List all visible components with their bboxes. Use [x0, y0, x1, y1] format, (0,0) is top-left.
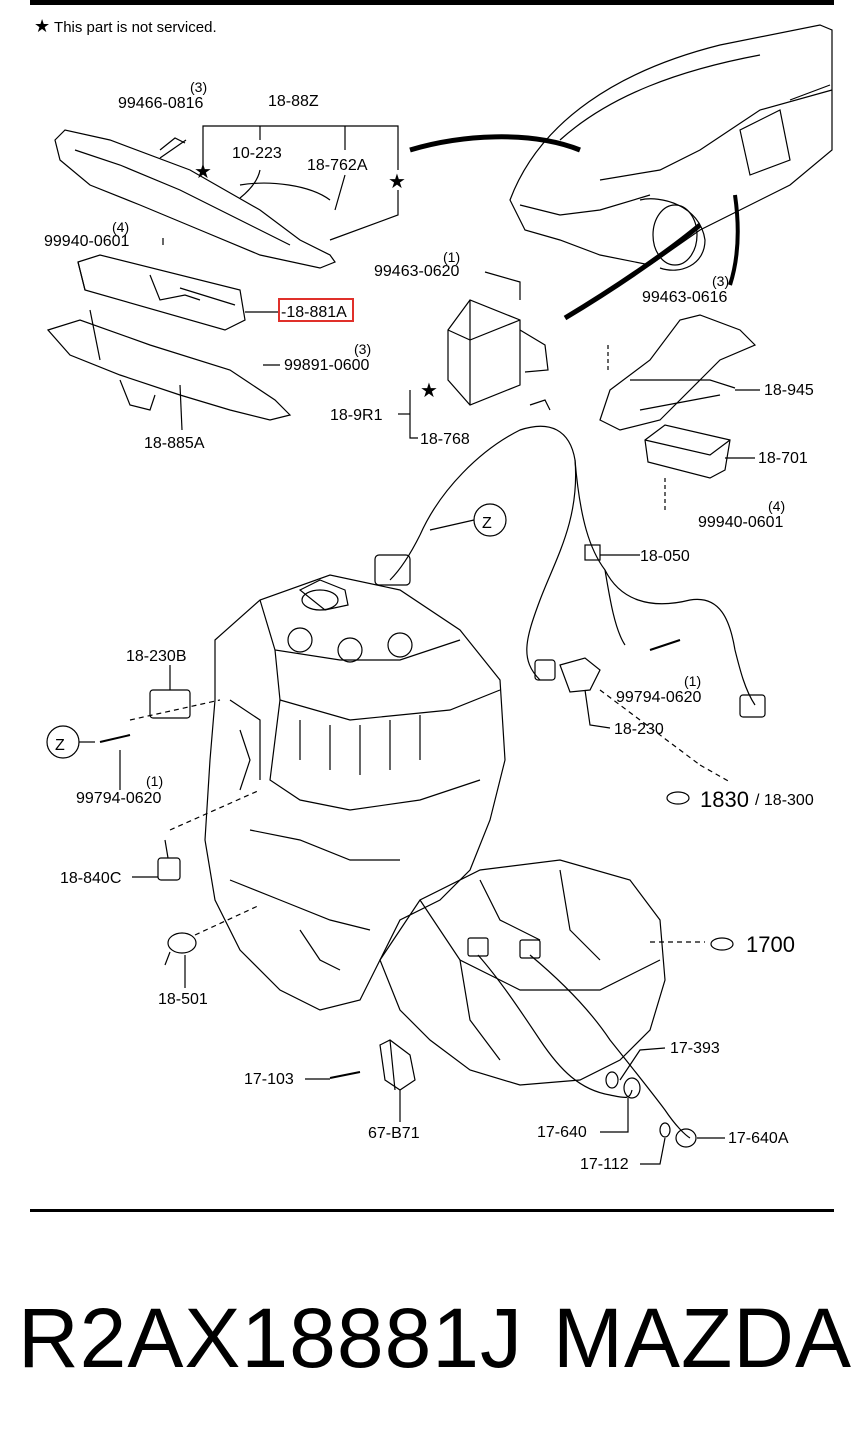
not-serviced-note: ★ This part is not serviced.: [34, 16, 217, 37]
label-99466-0816: 99466-0816: [118, 95, 204, 112]
star-icon-3: ★: [420, 380, 438, 402]
wiring-harness: [374, 425, 766, 718]
engine-block: [204, 574, 506, 1011]
qty-99891-0600: (3): [354, 341, 371, 357]
ref-1700: 1700: [710, 932, 795, 957]
label-10-223: 10-223: [232, 145, 282, 162]
qty-99463-0616: (3): [712, 273, 729, 289]
label-67-B71: 67-B71: [368, 1125, 420, 1142]
connector-17-640A: [675, 1128, 697, 1148]
label-17-112: 17-112: [580, 1156, 629, 1173]
star-icon-1: ★: [194, 161, 212, 183]
label-18-768: 18-768: [420, 431, 470, 448]
z-marker-label-2: Z: [55, 737, 65, 754]
cover-assembly: [54, 129, 336, 269]
engine-control-module: [77, 254, 246, 331]
sensor-18-840C: [157, 839, 181, 881]
label-18-885A: 18-885A: [144, 435, 205, 452]
connector-17-640: [623, 1077, 641, 1099]
label-18-762A: 18-762A: [307, 157, 368, 174]
label-18-88Z: 18-88Z: [268, 93, 319, 110]
label-17-640: 17-640: [537, 1124, 587, 1141]
qty-99463-0620: (1): [443, 249, 460, 265]
qty-99794-0620-left: (1): [146, 773, 163, 789]
ref-1700-number: 1700: [746, 932, 795, 957]
label-18-840C: 18-840C: [60, 870, 121, 887]
label-18-881A: -18-881A: [281, 304, 347, 321]
label-17-640A: 17-640A: [728, 1130, 789, 1147]
pointer-arrow-module: [563, 223, 702, 321]
qty-99940-0601-left: (4): [112, 219, 129, 235]
bottom-rule: [30, 1209, 834, 1212]
abs-module: [447, 271, 549, 406]
brand-name: MAZDA: [553, 1291, 852, 1385]
not-serviced-text: This part is not serviced.: [54, 19, 217, 36]
label-99463-0616: 99463-0616: [642, 289, 728, 306]
z-marker-label-1: Z: [482, 515, 492, 532]
part-number: R2AX18881J: [18, 1291, 524, 1385]
highlight-box: [278, 298, 354, 322]
ref-1830-sub: / 18-300: [755, 792, 814, 809]
label-18-050: 18-050: [640, 548, 690, 565]
star-icon-2: ★: [388, 171, 406, 193]
label-99891-0600: 99891-0600: [284, 357, 370, 374]
label-99794-0620-right: 99794-0620: [616, 689, 702, 706]
label-18-230B: 18-230B: [126, 648, 187, 665]
label-18-701: 18-701: [758, 450, 808, 467]
sensor-18-501: [164, 932, 197, 966]
pointer-arrow-ecm: [409, 134, 581, 153]
ref-1830: 1830 / 18-300: [666, 787, 814, 812]
parts-diagram: ★ ★ ★ (3) 99466-0816 18-88Z 10-223 18-76…: [44, 24, 833, 1173]
label-99940-0601-left: 99940-0601: [44, 233, 130, 250]
label-18-9R1: 18-9R1: [330, 407, 383, 424]
label-18-945: 18-945: [764, 382, 814, 399]
label-18-230: 18-230: [614, 721, 664, 738]
ecm-bracket: [46, 309, 292, 431]
qty-99794-0620-right: (1): [684, 673, 701, 689]
top-rule: [30, 0, 834, 5]
bracket-67-B71: [379, 1039, 416, 1091]
star-icon: ★: [34, 16, 51, 36]
qty-99940-0601-right: (4): [768, 498, 785, 514]
cam-sensor: [129, 665, 221, 721]
label-99940-0601-right: 99940-0601: [698, 514, 784, 531]
ref-1830-number: 1830: [700, 787, 749, 812]
vehicle-outline: [509, 24, 833, 271]
label-18-501: 18-501: [158, 991, 208, 1008]
label-99463-0620: 99463-0620: [374, 263, 460, 280]
label-17-103: 17-103: [244, 1071, 294, 1088]
label-99794-0620-left: 99794-0620: [76, 790, 162, 807]
qty-99466-0816: (3): [190, 79, 207, 95]
control-unit: [644, 424, 731, 479]
transmission: [379, 859, 666, 1086]
crank-sensor: [559, 657, 611, 729]
module-bracket: [599, 314, 757, 431]
label-17-393: 17-393: [670, 1040, 720, 1057]
